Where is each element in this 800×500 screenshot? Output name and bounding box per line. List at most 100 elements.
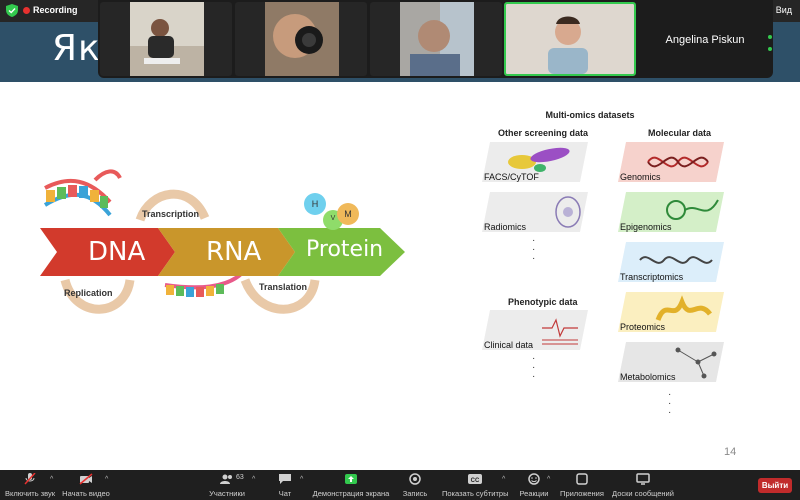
metabolomics-card: Metabolomics — [618, 342, 724, 382]
share-screen-icon — [345, 474, 357, 484]
molecule-v-label: V — [330, 215, 336, 222]
molecular-more-dots: ··· — [668, 389, 672, 418]
participants-count: 63 — [236, 474, 244, 481]
start-video-button[interactable]: Начать видео — [60, 471, 112, 499]
whiteboards-label: Доски сообщений — [612, 489, 674, 498]
show-captions-button[interactable]: CC Показать субтитры — [442, 471, 508, 499]
protein-label: Protein — [306, 237, 384, 262]
chat-icon — [279, 474, 291, 484]
reactions-button[interactable]: Реакции — [518, 471, 550, 499]
molecule-h-label: H — [311, 199, 319, 209]
apps-button[interactable]: Приложения — [560, 471, 604, 499]
unmute-label: Включить звук — [4, 489, 56, 498]
rna-label: RNA — [206, 237, 262, 267]
replication-loop — [60, 278, 135, 314]
start-video-label: Начать видео — [62, 489, 110, 498]
svg-text:CC: CC — [471, 478, 480, 484]
slide-page-number: 14 — [724, 446, 737, 458]
clinical-label: Clinical data — [484, 340, 534, 350]
active-speaker-video-tile[interactable] — [504, 2, 636, 76]
dna-arrow-shape — [40, 228, 175, 276]
leave-meeting-button[interactable]: Выйти — [758, 478, 792, 493]
molecular-title: Molecular data — [648, 128, 712, 138]
molecule-h-sphere — [304, 193, 326, 215]
participant-video-feed — [265, 2, 339, 76]
epigenomics-card: Epigenomics — [618, 192, 724, 232]
meeting-toolbar: Включить звук ^ Начать видео ^ Участники… — [0, 470, 800, 500]
captions-chevron-icon[interactable]: ^ — [502, 476, 506, 483]
proteomics-card: Proteomics — [618, 292, 724, 332]
record-icon — [409, 473, 421, 485]
share-screen-button[interactable]: Демонстрация экрана — [312, 471, 390, 499]
participants-chevron-icon[interactable]: ^ — [252, 476, 256, 483]
participants-button[interactable]: Участники — [206, 471, 248, 499]
participant-video-strip: Angelina Piskun — [98, 0, 773, 78]
share-screen-label: Демонстрация экрана — [312, 489, 390, 498]
chat-chevron-icon[interactable]: ^ — [300, 476, 304, 483]
camera-off-icon — [79, 473, 93, 485]
recording-label[interactable]: Recording — [33, 5, 78, 15]
dna-label: DNA — [88, 237, 146, 267]
apps-icon — [576, 473, 588, 485]
epigenomics-label: Epigenomics — [620, 222, 672, 232]
participant-video-feed — [506, 4, 634, 74]
slide-title: Як — [52, 28, 101, 69]
reactions-chevron-icon[interactable]: ^ — [547, 476, 551, 483]
dogma-graphic — [40, 169, 405, 314]
participant-video-feed — [130, 2, 204, 76]
translation-loop — [240, 278, 320, 314]
molecule-m-sphere — [337, 203, 359, 225]
whiteboard-icon — [636, 473, 650, 485]
genomics-card: Genomics — [618, 142, 724, 182]
reactions-label: Реакции — [519, 489, 549, 498]
smiley-icon — [528, 473, 540, 485]
multi-omics-panel: Multi-omics datasets Other screening dat… — [470, 108, 745, 428]
participant-video-feed — [400, 2, 474, 76]
participant-video-tile[interactable] — [370, 2, 502, 76]
radiomics-card: Radiomics — [482, 192, 588, 232]
record-button[interactable]: Запись — [400, 471, 430, 499]
dna-helix-image — [43, 169, 122, 217]
closed-captions-icon: CC — [468, 474, 482, 484]
facs-card: FACS/CyTOF — [482, 142, 588, 182]
view-menu-button[interactable]: Вид — [775, 5, 792, 15]
translation-label: Translation — [259, 282, 308, 292]
replication-label: Replication — [64, 288, 113, 298]
whiteboards-button[interactable]: Доски сообщений — [610, 471, 676, 499]
participant-video-tile[interactable] — [100, 2, 232, 76]
participant-video-tile[interactable] — [235, 2, 367, 76]
omics-title: Multi-omics datasets — [545, 110, 635, 120]
radiomics-label: Radiomics — [484, 222, 527, 232]
video-options-chevron-icon[interactable]: ^ — [105, 476, 109, 483]
participants-label: Участники — [209, 489, 245, 498]
facs-label: FACS/CyTOF — [484, 172, 539, 182]
transcription-loop — [135, 189, 210, 222]
protein-arrow-shape — [278, 228, 405, 276]
video-strip-pager-icon[interactable] — [767, 34, 773, 52]
audio-options-chevron-icon[interactable]: ^ — [50, 476, 54, 483]
metabolomics-label: Metabolomics — [620, 372, 676, 382]
recording-indicator-icon — [23, 7, 30, 14]
unmute-button[interactable]: Включить звук — [2, 471, 58, 499]
transcriptomics-card: Transcriptomics — [618, 242, 724, 282]
screening-more-dots: ··· — [532, 235, 536, 264]
show-captions-label: Показать субтитры — [442, 489, 509, 498]
participant-name: Angelina Piskun — [665, 34, 745, 46]
record-label: Запись — [402, 489, 428, 498]
security-shield-icon[interactable] — [6, 4, 18, 17]
phenotypic-title: Phenotypic data — [508, 297, 578, 307]
clinical-card: Clinical data — [482, 310, 588, 350]
other-screening-title: Other screening data — [498, 128, 589, 138]
transcription-label: Transcription — [142, 209, 200, 219]
proteomics-label: Proteomics — [620, 322, 666, 332]
chat-button[interactable]: Чат — [272, 471, 298, 499]
transcriptomics-label: Transcriptomics — [620, 272, 684, 282]
participants-icon — [220, 474, 232, 484]
phenotypic-more-dots: ··· — [532, 353, 536, 382]
rna-arrow-shape — [158, 228, 295, 276]
genomics-label: Genomics — [620, 172, 661, 182]
central-dogma-diagram: DNA RNA Protein Transcription Translatio… — [40, 90, 410, 330]
participant-name-tile[interactable]: Angelina Piskun — [639, 2, 771, 76]
apps-label: Приложения — [560, 489, 604, 498]
molecule-m-label: M — [344, 209, 352, 219]
